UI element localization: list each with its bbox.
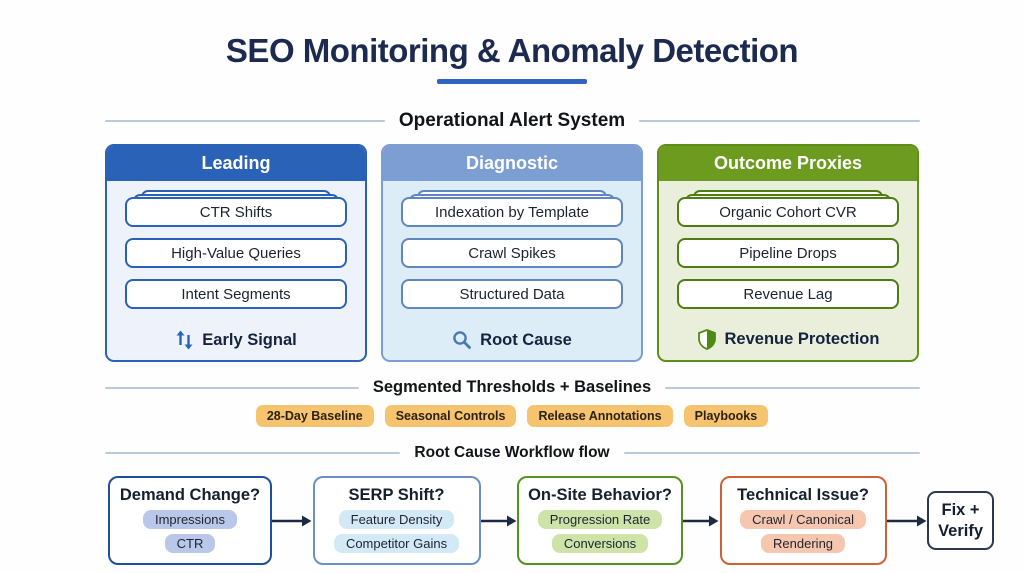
step-tag: Progression Rate <box>537 510 663 529</box>
shield-icon <box>697 329 717 350</box>
alert-system-heading: Operational Alert System <box>398 110 626 131</box>
divider-line <box>639 120 920 122</box>
signal-card: High-Value Queries <box>125 238 347 268</box>
step-title: On-Site Behavior? <box>528 486 673 504</box>
column-leading-footer-label: Early Signal <box>202 330 297 349</box>
workflow-step-serp-shift: SERP Shift? Feature Density Competitor G… <box>312 476 481 565</box>
right-arrow-icon <box>886 514 928 528</box>
divider-line <box>623 452 920 454</box>
workflow-step-demand-change: Demand Change? Impressions CTR <box>108 476 272 565</box>
threshold-badge: 28-Day Baseline <box>255 405 374 427</box>
workflow-terminal-fix-verify: Fix + Verify <box>927 490 995 551</box>
column-diagnostic-footer-label: Root Cause <box>480 330 572 349</box>
step-tag: Impressions <box>142 510 238 529</box>
column-leading: Leading CTR Shifts High-Value Queries In… <box>105 144 367 362</box>
step-tag: Crawl / Canonical <box>740 510 866 529</box>
step-tag: Conversions <box>551 534 649 553</box>
stacked-cards: Organic Cohort CVR <box>677 190 899 227</box>
step-title: SERP Shift? <box>348 486 445 504</box>
magnifier-icon <box>452 330 472 350</box>
column-outcome-header: Outcome Proxies <box>659 146 917 181</box>
column-outcome-proxies: Outcome Proxies Organic Cohort CVR Pipel… <box>657 144 919 362</box>
signal-card: Indexation by Template <box>401 197 623 227</box>
signal-card: Intent Segments <box>125 279 347 309</box>
step-title: Demand Change? <box>119 486 261 504</box>
threshold-badge: Playbooks <box>683 405 769 427</box>
column-diagnostic-header: Diagnostic <box>383 146 641 181</box>
threshold-badges: 28-Day Baseline Seasonal Controls Releas… <box>0 405 1024 427</box>
step-tag: Rendering <box>761 534 846 553</box>
terminal-label-line2: Verify <box>938 521 984 540</box>
signal-card: Pipeline Drops <box>677 238 899 268</box>
column-leading-header: Leading <box>107 146 365 181</box>
thresholds-heading: Segmented Thresholds + Baselines <box>372 378 652 396</box>
signal-card: Structured Data <box>401 279 623 309</box>
swap-vertical-icon <box>175 330 194 350</box>
column-diagnostic-footer: Root Cause <box>401 324 623 350</box>
page-title: SEO Monitoring & Anomaly Detection <box>225 32 799 69</box>
right-arrow-icon <box>480 514 518 528</box>
stacked-cards: CTR Shifts <box>125 190 347 227</box>
signal-card: Revenue Lag <box>677 279 899 309</box>
signal-card: Crawl Spikes <box>401 238 623 268</box>
workflow-divider: Root Cause Workflow flow <box>104 444 920 462</box>
terminal-label-line1: Fix + <box>941 500 980 519</box>
divider-line <box>104 120 385 122</box>
column-outcome-footer: Revenue Protection <box>677 323 899 350</box>
step-title: Technical Issue? <box>737 486 869 504</box>
divider-line <box>104 386 359 389</box>
column-diagnostic: Diagnostic Indexation by Template Crawl … <box>381 144 643 362</box>
workflow-row: Demand Change? Impressions CTR SERP Shif… <box>108 476 995 565</box>
workflow-step-technical-issue: Technical Issue? Crawl / Canonical Rende… <box>719 476 887 565</box>
column-leading-body: CTR Shifts High-Value Queries Intent Seg… <box>107 181 365 360</box>
step-tag: CTR <box>164 534 216 553</box>
right-arrow-icon <box>272 514 313 528</box>
title-underline <box>437 79 587 84</box>
stacked-cards: Indexation by Template <box>401 190 623 227</box>
threshold-badge: Release Annotations <box>527 405 673 427</box>
workflow-step-onsite-behavior: On-Site Behavior? Progression Rate Conve… <box>517 476 684 565</box>
signal-card: CTR Shifts <box>125 197 347 227</box>
step-tag: Competitor Gains <box>333 534 460 553</box>
column-outcome-footer-label: Revenue Protection <box>724 330 880 348</box>
alert-system-columns: Leading CTR Shifts High-Value Queries In… <box>0 144 1024 362</box>
workflow-heading: Root Cause Workflow flow <box>414 444 610 461</box>
signal-card: Organic Cohort CVR <box>677 197 899 227</box>
divider-line <box>665 386 920 389</box>
column-leading-footer: Early Signal <box>125 324 347 350</box>
divider-line <box>104 452 401 454</box>
step-tag: Feature Density <box>338 510 455 529</box>
column-outcome-body: Organic Cohort CVR Pipeline Drops Revenu… <box>659 181 917 360</box>
threshold-badge: Seasonal Controls <box>384 405 517 427</box>
thresholds-divider: Segmented Thresholds + Baselines <box>104 378 920 397</box>
column-diagnostic-body: Indexation by Template Crawl Spikes Stru… <box>383 181 641 360</box>
right-arrow-icon <box>683 514 720 528</box>
alert-system-divider: Operational Alert System <box>104 110 920 132</box>
